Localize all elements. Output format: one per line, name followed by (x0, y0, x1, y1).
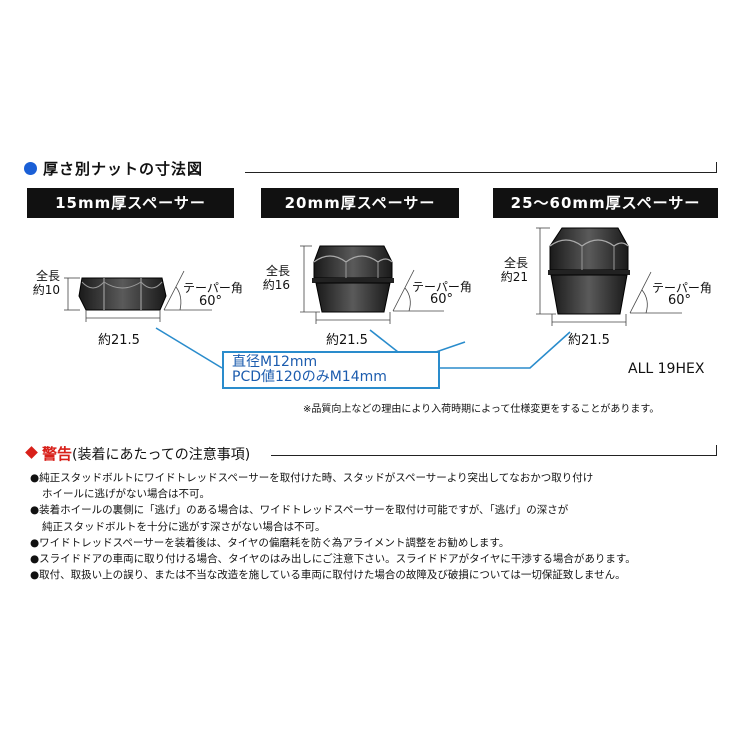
warning-list: ●純正スタッドボルトにワイドトレッドスペーサーを取付けた時、スタッドがスペーサー… (30, 470, 636, 583)
spacer-label-15mm: 15mm厚スペーサー (27, 188, 234, 218)
bullet-dot-icon (24, 162, 37, 175)
callout-line-1: 直径M12mm (232, 354, 318, 370)
title-rule-end (716, 162, 717, 173)
warning-line: ●ワイドトレッドスペーサーを装着後は、タイヤの偏磨耗を防ぐ為アライメント調整をお… (30, 536, 510, 549)
nut-drawing-25-60mm (536, 227, 682, 326)
warning-title: 警告(装着にあたっての注意事項) (24, 443, 250, 464)
taper-angle-2: 60° (430, 292, 454, 307)
width-label-2: 約21.5 (326, 333, 368, 348)
warning-line: 純正スタッドボルトを十分に逃がす深さがない場合は不可。 (42, 520, 326, 533)
section-title: 厚さ別ナットの寸法図 (24, 158, 203, 179)
spacer-label-20mm: 20mm厚スペーサー (261, 188, 459, 218)
hex-note: ALL 19HEX (628, 361, 705, 377)
nut-drawing-20mm (300, 245, 444, 324)
title-rule (245, 172, 717, 173)
nut-drawing-15mm (64, 270, 212, 322)
warning-line: ホイールに逃げがない場合は不可。 (42, 488, 210, 501)
thread-size-callout: 直径M12mm PCD値120のみM14mm (222, 351, 440, 389)
taper-label-2: テーパー角 (412, 280, 472, 294)
warning-line: ●純正スタッドボルトにワイドトレッドスペーサーを取付けた時、スタッドがスペーサー… (30, 472, 594, 484)
taper-label-3: テーパー角 (652, 281, 712, 295)
spec-change-note: ※品質向上などの理由により入荷時期によって仕様変更をすることがあります。 (303, 404, 660, 415)
length-label-1: 全長約10 (32, 269, 60, 297)
taper-label-1: テーパー角 (183, 281, 243, 295)
taper-angle-1: 60° (199, 294, 223, 309)
warning-line: ●取付、取扱い上の誤り、または不当な改造を施している車両に取付けた場合の故障及び… (30, 569, 626, 582)
width-label-3: 約21.5 (568, 333, 610, 348)
width-label-1: 約21.5 (98, 333, 140, 348)
warning-diamond-icon (25, 446, 38, 459)
length-label-3: 全長約21 (500, 256, 528, 284)
warning-rule (271, 455, 717, 456)
taper-angle-3: 60° (668, 293, 692, 308)
warning-line: ●装着ホイールの裏側に「逃げ」のある場合は、ワイドトレッドスペーサーを取付け可能… (30, 504, 569, 517)
callout-line-2: PCD値120のみM14mm (232, 369, 387, 385)
warning-rule-end (716, 445, 717, 456)
length-label-2: 全長約16 (262, 264, 290, 292)
spacer-label-25-60mm: 25～60mm厚スペーサー (493, 188, 718, 218)
warning-line: ●スライドドアの車両に取り付ける場合、タイヤのはみ出しにご注意下さい。スライドド… (30, 553, 636, 566)
